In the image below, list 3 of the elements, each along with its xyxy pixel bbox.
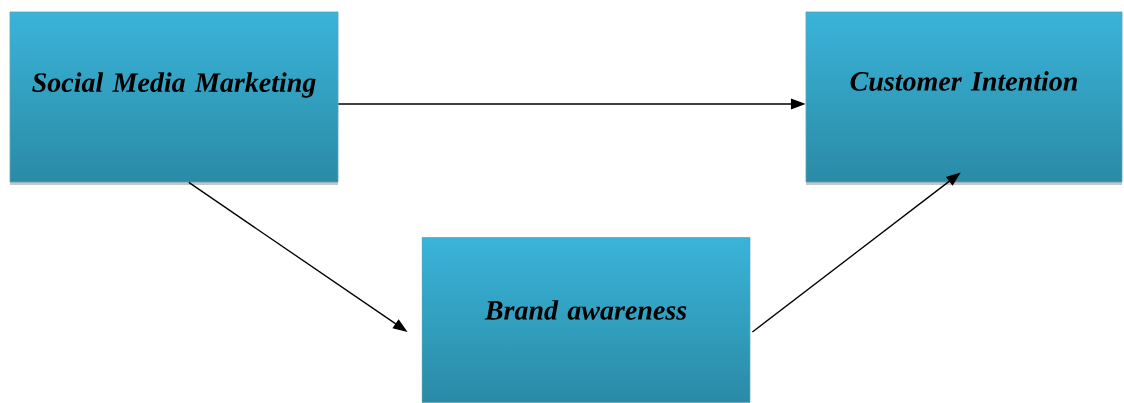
process-box: Social Media Marketing [9, 11, 339, 185]
process-box: Customer Intention [805, 11, 1123, 185]
process-box: Brand awareness [421, 237, 751, 403]
